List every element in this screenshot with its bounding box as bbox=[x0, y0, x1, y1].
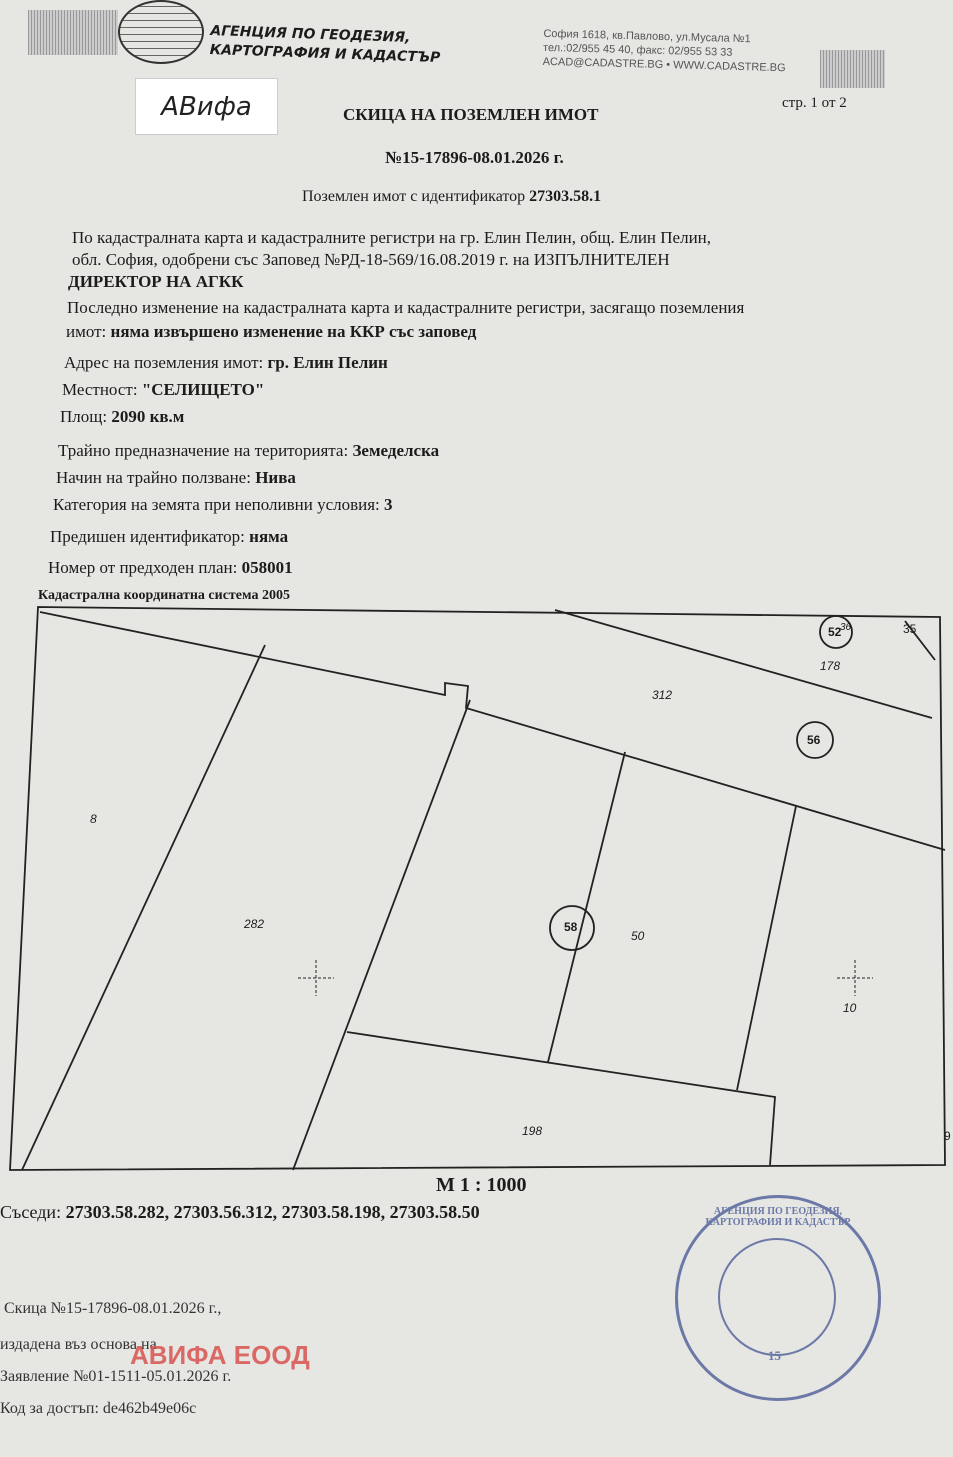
parcel-10: 10 bbox=[843, 1001, 857, 1015]
boundary-35 bbox=[904, 620, 936, 661]
intro-line-1: По кадастралната карта и кадастралните р… bbox=[72, 228, 712, 247]
footer-line-1: Скица №15-17896-08.01.2026 г., bbox=[4, 1300, 222, 1317]
boundary-road bbox=[39, 611, 946, 851]
official-stamp: АГЕНЦИЯ ПО ГЕОДЕЗИЯ, КАРТОГРАФИЯ И КАДАС… bbox=[675, 1195, 881, 1401]
parcel-178: 178 bbox=[820, 659, 841, 673]
watermark-avifa: АВИФА ЕООД bbox=[130, 1340, 310, 1370]
cross-marker-icon bbox=[298, 960, 334, 996]
document-number: №15-17896-08.01.2026 г. bbox=[385, 148, 564, 167]
circle-58 bbox=[549, 905, 595, 951]
cross-marker-icon bbox=[837, 960, 873, 996]
field-usage: Начин на трайно ползване: Нива bbox=[56, 468, 296, 487]
avifa-logo: АВифа bbox=[135, 78, 278, 135]
block-58: 58 bbox=[564, 920, 578, 934]
boundary-282-right bbox=[292, 699, 471, 1171]
header-bar-left bbox=[28, 10, 118, 55]
header-bar-right bbox=[820, 50, 885, 88]
parcel-35: 35 bbox=[903, 622, 917, 636]
parcel-36: 36 bbox=[840, 622, 852, 633]
boundary-north bbox=[554, 609, 933, 719]
boundary-1-50 bbox=[547, 751, 626, 1063]
identifier-line: Поземлен имот с идентификатор 27303.58.1 bbox=[302, 188, 602, 205]
neighbours: Съседи: 27303.58.282, 27303.56.312, 2730… bbox=[0, 1202, 480, 1222]
page-title: СКИЦА НА ПОЗЕМЛЕН ИМОТ bbox=[343, 105, 599, 124]
intro-line-3: ДИРЕКТОР НА АГКК bbox=[68, 272, 244, 291]
field-previous-id: Предишен идентификатор: няма bbox=[50, 527, 289, 546]
circle-56 bbox=[796, 721, 834, 759]
footer-line-2: издадена въз основа на bbox=[0, 1336, 157, 1353]
block-52: 52 bbox=[828, 625, 842, 639]
field-locality: Местност: "СЕЛИЩЕТО" bbox=[62, 380, 265, 399]
page-number: стр. 1 от 2 bbox=[782, 95, 847, 111]
parcel-312: 312 bbox=[652, 688, 673, 702]
parcel-282: 282 bbox=[244, 917, 265, 931]
boundary-50-10 bbox=[736, 805, 797, 1091]
last-change-line: Последно изменение на кадастралната карт… bbox=[67, 298, 745, 317]
boundary-282-left bbox=[21, 644, 266, 1171]
parcel-9: 9 bbox=[944, 1129, 951, 1143]
field-area: Площ: 2090 кв.м bbox=[60, 407, 185, 426]
footer-line-4: Код за достъп: de462b49e06c bbox=[0, 1400, 197, 1417]
intro-line-2: обл. София, одобрени със Заповед №РД-18-… bbox=[72, 250, 670, 269]
field-category: Категория на земята при неполивни услови… bbox=[53, 495, 393, 514]
block-56: 56 bbox=[807, 733, 821, 747]
parcel-8: 8 bbox=[90, 812, 97, 826]
parcel-198: 198 bbox=[522, 1124, 543, 1138]
agency-globe-icon bbox=[118, 0, 204, 64]
footer-line-3: Заявление №01-1511-05.01.2026 г. bbox=[0, 1368, 232, 1385]
boundary-198 bbox=[346, 1031, 776, 1166]
field-purpose: Трайно предназначение на територията: Зе… bbox=[58, 441, 440, 460]
last-change-value: имот: няма извършено изменение на ККР съ… bbox=[66, 322, 477, 341]
map-scale: М 1 : 1000 bbox=[436, 1174, 527, 1196]
coord-system: Кадастрална координатна система 2005 bbox=[38, 588, 290, 603]
field-previous-plan: Номер от предходен план: 058001 bbox=[48, 558, 293, 577]
field-address: Адрес на поземления имот: гр. Елин Пелин bbox=[64, 353, 388, 372]
parcel-50: 50 bbox=[631, 929, 645, 943]
circle-52 bbox=[819, 615, 853, 649]
map-border bbox=[9, 606, 946, 1171]
